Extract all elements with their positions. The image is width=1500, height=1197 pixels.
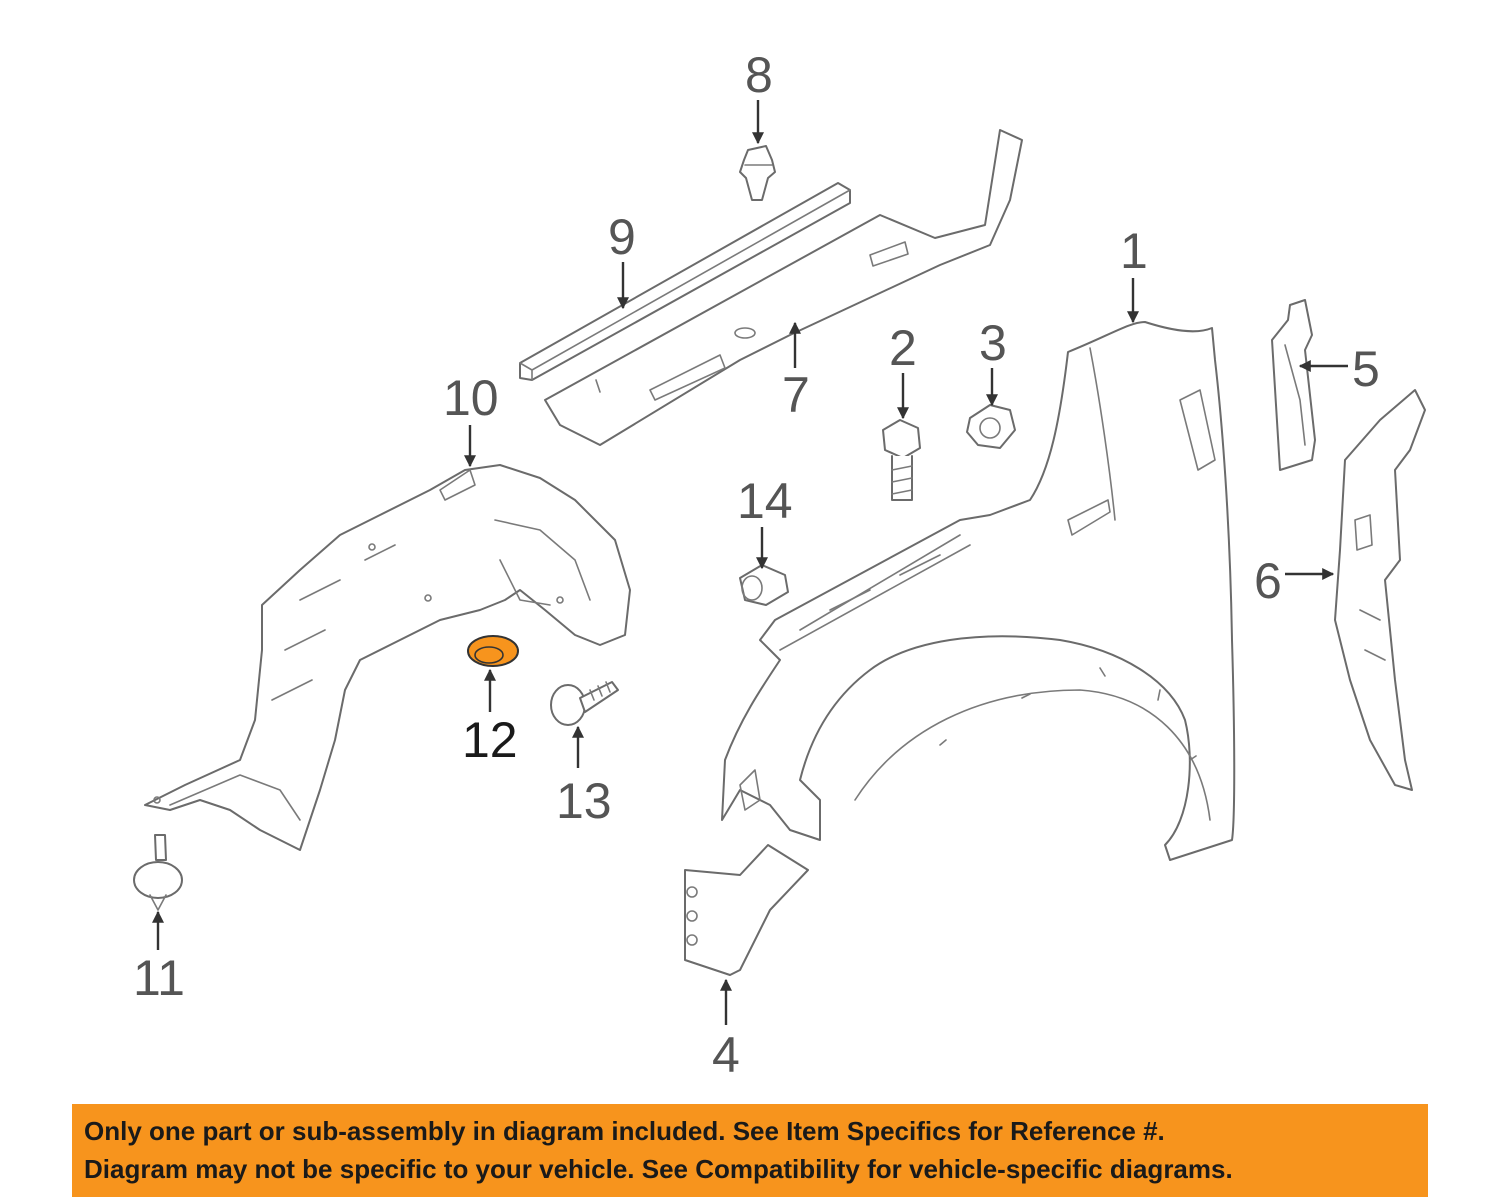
callout-14: 14 — [737, 473, 793, 529]
disclaimer-line-1: Only one part or sub-assembly in diagram… — [84, 1116, 1165, 1146]
screw-part-13 — [550, 681, 619, 726]
nut-part-3 — [966, 404, 1016, 449]
rail-part-7 — [544, 129, 1023, 446]
bracket-part-4 — [684, 844, 809, 976]
callout-13: 13 — [556, 773, 612, 829]
callout-7: 7 — [782, 367, 810, 423]
callout-3: 3 — [979, 315, 1007, 371]
callout-labels: 1 2 3 4 5 6 7 8 9 10 11 12 13 14 — [133, 47, 1380, 1083]
callout-2: 2 — [889, 320, 917, 376]
insulator-part-6 — [1334, 389, 1426, 791]
clip-nut-part-14 — [739, 564, 789, 606]
leader-arrows — [152, 100, 1348, 1025]
disclaimer-line-2: Diagram may not be specific to your vehi… — [84, 1154, 1233, 1184]
callout-4: 4 — [712, 1027, 740, 1083]
screw-part-11 — [133, 834, 183, 911]
grommet-part-12 — [467, 635, 519, 667]
callout-8: 8 — [745, 47, 773, 103]
fender-part — [721, 321, 1236, 861]
callout-9: 9 — [608, 209, 636, 265]
callout-6: 6 — [1254, 553, 1282, 609]
bolt-part-2 — [882, 419, 921, 501]
callout-5: 5 — [1352, 341, 1380, 397]
callout-11: 11 — [133, 950, 185, 1006]
callout-1: 1 — [1120, 223, 1148, 279]
clip-part-8 — [739, 145, 776, 201]
callout-10: 10 — [443, 370, 499, 426]
disclaimer-banner: Only one part or sub-assembly in diagram… — [72, 1104, 1428, 1197]
callout-12: 12 — [462, 712, 518, 768]
fender-liner-part-10 — [144, 464, 631, 851]
trim-part-5 — [1271, 299, 1316, 471]
strip-part-9 — [519, 182, 851, 381]
